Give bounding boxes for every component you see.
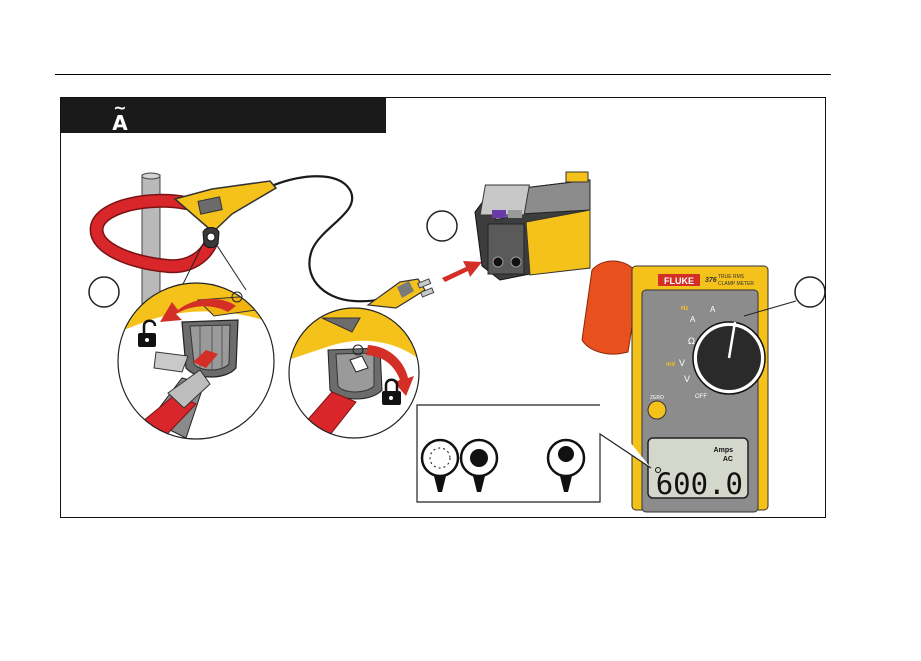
probe-cable <box>274 176 383 301</box>
step-callout-1 <box>89 277 119 307</box>
lcd-units-ac: AC <box>723 456 733 463</box>
step-callout-3 <box>795 277 825 307</box>
insert-arrow <box>442 261 482 282</box>
zero-label: ZERO <box>650 395 664 401</box>
dial-vac-label: V <box>684 374 690 384</box>
brand-logo: FLUKE <box>664 276 694 286</box>
clamp-meter: FLUKE 376 TRUE RMS CLAMP METER Hz A A Ω … <box>582 261 796 512</box>
zero-button[interactable]: ZERO <box>648 395 666 419</box>
dial-hz-label: Hz <box>681 306 688 312</box>
banana-connector <box>368 279 434 308</box>
lcd-units-amps: Amps <box>714 447 734 454</box>
dial-amps-label: A <box>690 315 696 324</box>
meter-top-view <box>475 172 590 280</box>
detail-unlock <box>110 283 290 452</box>
dial-mv-label: mV <box>666 362 675 368</box>
lcd-display: Amps AC 600.0 <box>648 438 748 501</box>
rotary-dial[interactable] <box>693 322 765 394</box>
model-number: 376 <box>705 277 717 284</box>
leader-line <box>216 244 246 290</box>
meter-subtitle-2: CLAMP METER <box>718 281 754 287</box>
dial-volts-label: V <box>679 358 685 368</box>
position-panel <box>417 405 651 502</box>
meter-subtitle-1: TRUE RMS <box>718 274 745 280</box>
step-callout-2 <box>427 211 457 241</box>
detail-lock <box>288 305 420 450</box>
probe-body <box>175 181 276 248</box>
dial-off-label: OFF <box>695 394 707 400</box>
dial-dc-amps-label: A <box>710 305 716 314</box>
lcd-reading: 600.0 <box>656 467 743 501</box>
dial-ohm-label: Ω <box>688 337 695 347</box>
